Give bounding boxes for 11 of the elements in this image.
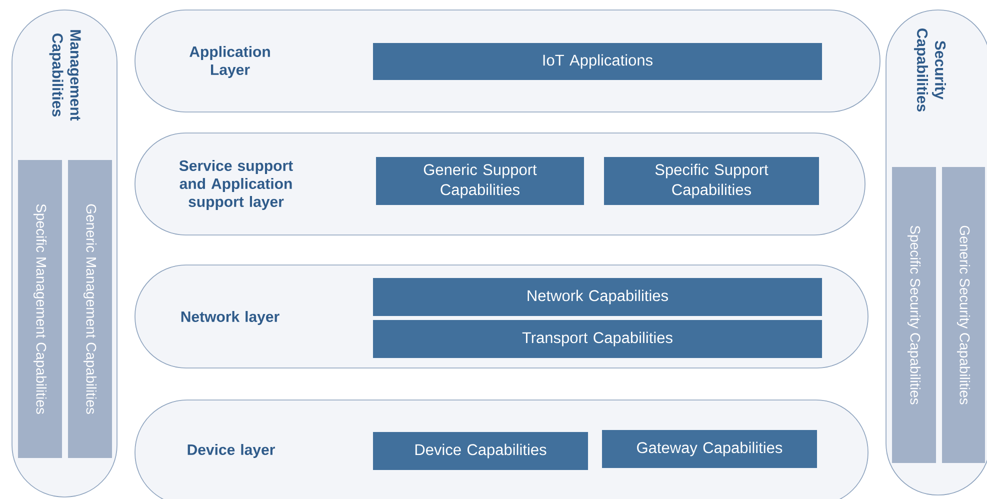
- capability-box: IoT Applications: [373, 43, 822, 80]
- capability-box: Network Capabilities: [373, 278, 822, 316]
- capability-box: Transport Capabilities: [373, 320, 822, 358]
- capability-box: Gateway Capabilities: [602, 430, 817, 468]
- capability-box: Generic Management Capabilities: [68, 160, 112, 458]
- capability-box: Generic Support Capabilities: [376, 157, 584, 205]
- capability-box: Specific Management Capabilities: [18, 160, 62, 458]
- capability-box: Specific Security Capabilities: [892, 167, 936, 463]
- capability-box: Device Capabilities: [373, 432, 588, 470]
- capability-box: Generic Security Capabilities: [942, 167, 985, 463]
- capability-box: Specific Support Capabilities: [604, 157, 819, 205]
